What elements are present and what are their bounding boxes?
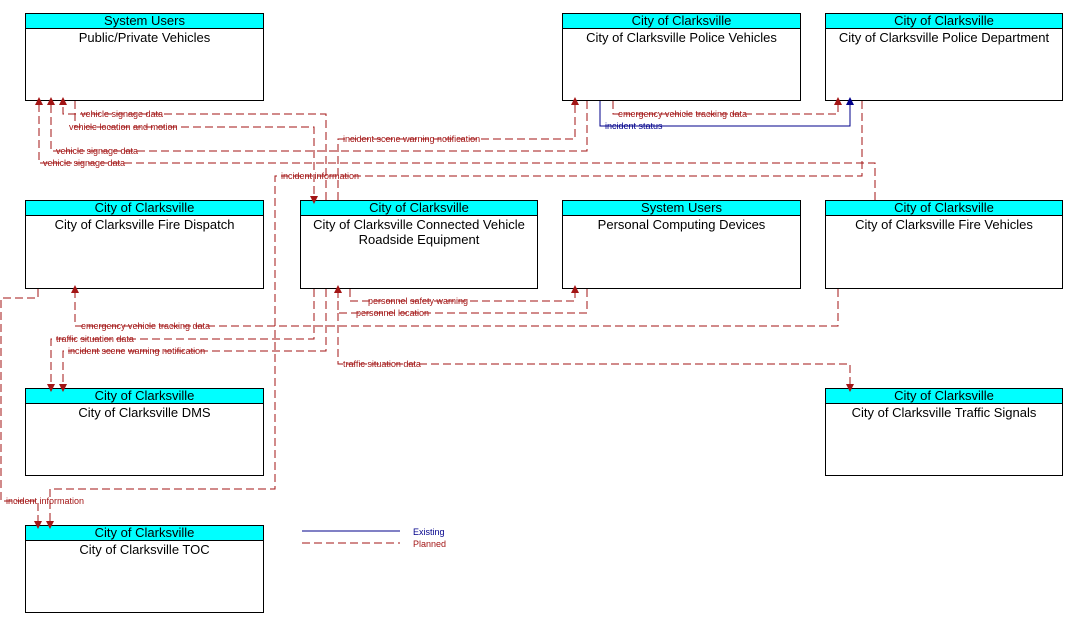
flow-label: incident information [6, 496, 84, 506]
node-police-vehicles: City of Clarksville City of Clarksville … [562, 13, 801, 101]
legend-planned-label: Planned [413, 539, 446, 549]
flow-line-vehicle-location-and-motion [74, 101, 318, 204]
node-police-department: City of Clarksville City of Clarksville … [825, 13, 1063, 101]
flow-label: incident information [281, 171, 359, 181]
flow-label: vehicle signage data [56, 146, 138, 156]
flow-line-personnel-safety-warning [349, 285, 579, 302]
flow-label: emergency vehicle tracking data [81, 321, 210, 331]
flow-line-vehicle-signage-data-2 [47, 97, 588, 152]
flow-line-incident-status [599, 97, 854, 127]
flow-line-emergency-vehicle-tracking-data-2 [71, 285, 839, 327]
node-title: City of Clarksville Police Vehicles [586, 30, 777, 45]
node-group-label: City of Clarksville [826, 14, 1062, 29]
flow-line-vehicle-signage-data-1 [59, 97, 327, 200]
node-group-label: City of Clarksville [26, 389, 263, 404]
flow-label: vehicle location and motion [69, 122, 178, 132]
flow-line-personnel-location [334, 285, 588, 314]
flow-label: personnel location [356, 308, 429, 318]
flow-label: vehicle signage data [43, 158, 125, 168]
node-group-label: City of Clarksville [26, 526, 263, 541]
node-toc: City of Clarksville City of Clarksville … [25, 525, 264, 613]
node-dms: City of Clarksville City of Clarksville … [25, 388, 264, 476]
flow-line-incident-scene-warning-notification-1 [337, 97, 579, 200]
node-title: City of Clarksville TOC [79, 542, 210, 557]
node-group-label: System Users [563, 201, 800, 216]
flow-label: incident scene warning notification [68, 346, 205, 356]
node-title: City of Clarksville Police Department [838, 30, 1050, 45]
flow-label: vehicle signage data [81, 109, 163, 119]
node-group-label: City of Clarksville [826, 389, 1062, 404]
node-traffic-signals: City of Clarksville City of Clarksville … [825, 388, 1063, 476]
flow-label: incident scene warning notification [343, 134, 480, 144]
flow-line-incident-information-1 [46, 101, 863, 529]
node-title: City of Clarksville Fire Dispatch [54, 217, 235, 232]
node-fire-dispatch: City of Clarksville City of Clarksville … [25, 200, 264, 289]
flow-line-incident-information-2 [0, 289, 42, 529]
flow-label: traffic situation data [56, 334, 134, 344]
flow-line-emergency-vehicle-tracking-data-1 [612, 97, 842, 115]
node-title: City of Clarksville DMS [78, 405, 211, 420]
node-group-label: City of Clarksville [826, 201, 1062, 216]
flow-label: emergency vehicle tracking data [618, 109, 747, 119]
node-personal-computing-devices: System Users Personal Computing Devices [562, 200, 801, 289]
node-title: Personal Computing Devices [597, 217, 766, 232]
node-cv-roadside-equipment: City of Clarksville City of Clarksville … [300, 200, 538, 289]
flow-label: traffic situation data [343, 359, 421, 369]
node-title: City of Clarksville Fire Vehicles [855, 217, 1033, 232]
node-group-label: City of Clarksville [301, 201, 537, 216]
node-title: City of Clarksville Traffic Signals [851, 405, 1037, 420]
legend-existing-label: Existing [413, 527, 445, 537]
flow-label: personnel safety warning [368, 296, 468, 306]
flow-line-vehicle-signage-data-3 [35, 97, 876, 200]
node-group-label: System Users [26, 14, 263, 29]
flow-line-traffic-situation-data-2 [337, 289, 854, 392]
flow-label: incident status [605, 121, 663, 131]
flow-line-traffic-situation-data-1 [47, 289, 315, 392]
node-group-label: City of Clarksville [26, 201, 263, 216]
node-public-private-vehicles: System Users Public/Private Vehicles [25, 13, 264, 101]
node-group-label: City of Clarksville [563, 14, 800, 29]
node-fire-vehicles: City of Clarksville City of Clarksville … [825, 200, 1063, 289]
node-title: City of Clarksville Connected Vehicle Ro… [313, 217, 525, 247]
node-title: Public/Private Vehicles [78, 30, 211, 45]
flow-line-incident-scene-warning-notification-2 [59, 289, 327, 392]
